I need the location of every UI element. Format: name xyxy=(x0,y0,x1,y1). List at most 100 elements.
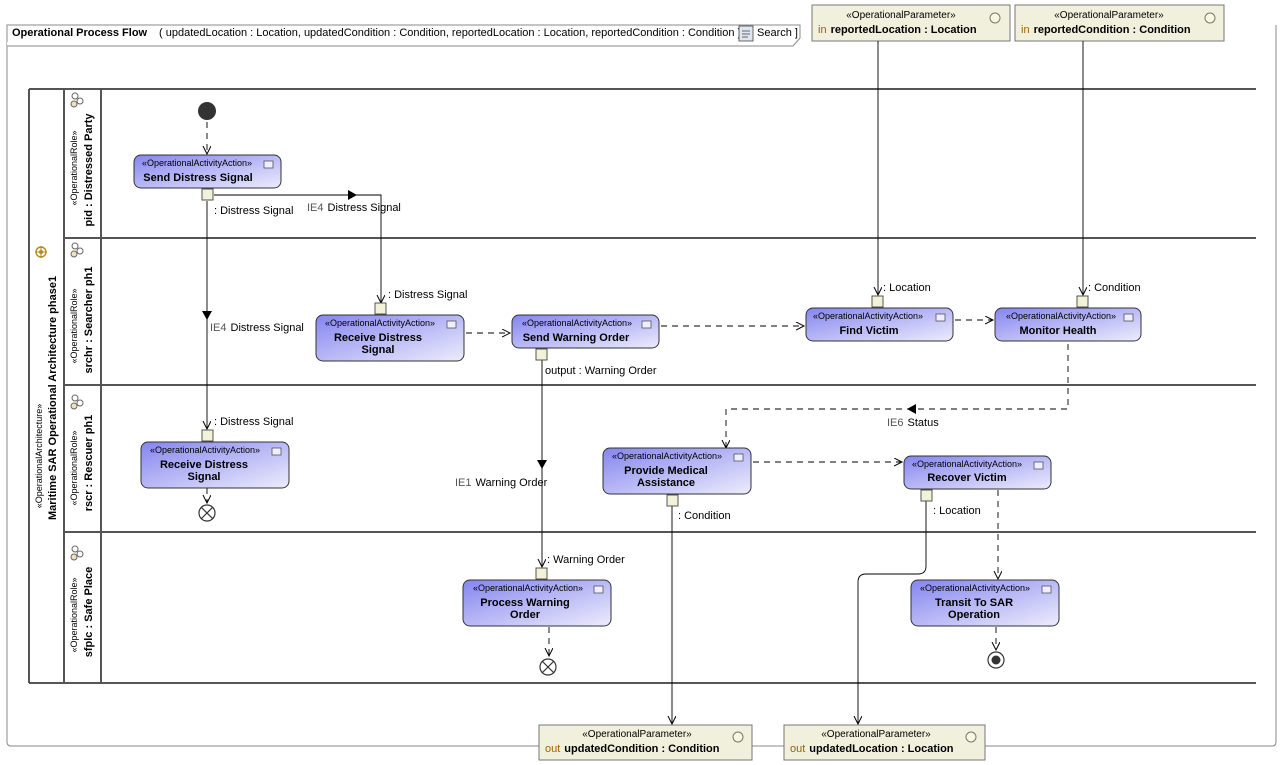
action-stereotype: «OperationalActivityAction» xyxy=(522,318,632,328)
architecture-name: Maritime SAR Operational Architecture ph… xyxy=(47,276,59,520)
initial-node[interactable] xyxy=(198,102,216,120)
architecture-stereotype: «OperationalArchitecture» xyxy=(34,404,44,509)
direction-arrow xyxy=(537,460,547,469)
object-flow xyxy=(858,501,927,724)
input-pin[interactable] xyxy=(1076,295,1089,308)
role-icon xyxy=(70,545,84,561)
action-name: Send Warning Order xyxy=(523,332,630,344)
lane-header-safe-place: «OperationalRole» sfplc : Safe Place xyxy=(69,545,95,658)
call-behavior-icon xyxy=(641,320,652,329)
swimlanes xyxy=(28,88,1256,684)
action-stereotype: «OperationalActivityAction» xyxy=(325,318,435,328)
action-name-line2: Assistance xyxy=(637,477,695,489)
output-pin[interactable] xyxy=(535,348,548,361)
call-behavior-icon xyxy=(446,320,457,329)
search-icon[interactable] xyxy=(738,25,754,42)
pin-label: : Condition xyxy=(1088,282,1141,294)
flow-final-node[interactable] xyxy=(539,658,557,676)
pin-labels: : Distress Signal : Distress Signal : Di… xyxy=(214,205,1141,566)
input-pin[interactable] xyxy=(871,295,884,308)
lane-stereotype: «OperationalRole» xyxy=(69,430,79,505)
output-pin[interactable] xyxy=(201,188,214,201)
lane-header-rescuer: «OperationalRole» rscr : Rescuer ph1 xyxy=(69,394,95,511)
action-send-distress-signal[interactable]: «OperationalActivityAction» Send Distres… xyxy=(133,154,282,189)
action-recover-victim[interactable]: «OperationalActivityAction» Recover Vict… xyxy=(903,455,1052,490)
action-stereotype: «OperationalActivityAction» xyxy=(473,583,583,593)
flow-final-node[interactable] xyxy=(198,504,216,522)
lane-stereotype: «OperationalRole» xyxy=(69,577,79,652)
action-process-warning-order[interactable]: «OperationalActivityAction» Process Warn… xyxy=(462,579,612,627)
parameter-stereotype: «OperationalParameter» xyxy=(582,729,692,740)
call-behavior-icon xyxy=(271,447,282,456)
call-behavior-icon xyxy=(1041,585,1052,594)
action-receive-distress-signal-rescuer[interactable]: «OperationalActivityAction» Receive Dist… xyxy=(140,441,290,489)
input-pin[interactable] xyxy=(201,429,214,442)
action-name: Receive Distress xyxy=(334,332,422,344)
action-name: Transit To SAR xyxy=(935,597,1013,609)
action-name-line2: Signal xyxy=(361,344,394,356)
pin-label: : Distress Signal xyxy=(388,289,467,301)
lane-stereotype: «OperationalRole» xyxy=(69,130,79,205)
flows xyxy=(202,41,1083,724)
frame-title: Operational Process Flow xyxy=(12,27,148,39)
output-pin[interactable] xyxy=(666,494,679,507)
pin-label: : Location xyxy=(883,282,931,294)
parameter-stereotype: «OperationalParameter» xyxy=(821,729,931,740)
call-behavior-icon xyxy=(263,160,274,169)
activity-final-node[interactable] xyxy=(987,651,1005,669)
pin-label: : Distress Signal xyxy=(214,416,293,428)
action-stereotype: «OperationalActivityAction» xyxy=(813,311,923,321)
parameter-direction: in xyxy=(1021,24,1030,36)
input-pin[interactable] xyxy=(535,567,548,580)
action-stereotype: «OperationalActivityAction» xyxy=(150,445,260,455)
input-pin[interactable] xyxy=(374,302,387,315)
lane-header-searcher: «OperationalRole» srchr : Searcher ph1 xyxy=(69,242,95,374)
output-pin[interactable] xyxy=(920,489,933,502)
search-link[interactable]: Search ] xyxy=(757,27,798,39)
architecture-header: «OperationalArchitecture» Maritime SAR O… xyxy=(34,246,59,520)
action-name-line2: Order xyxy=(510,609,541,621)
direction-arrow xyxy=(907,404,916,414)
action-send-warning-order[interactable]: «OperationalActivityAction» Send Warning… xyxy=(511,314,660,349)
architecture-icon xyxy=(35,246,47,258)
action-transit-to-sar-operation[interactable]: «OperationalActivityAction» Transit To S… xyxy=(910,579,1060,627)
role-icon xyxy=(70,394,84,410)
call-behavior-icon xyxy=(1123,313,1134,322)
pins xyxy=(201,188,1089,580)
parameter-name: updatedCondition : Condition xyxy=(564,743,719,755)
action-name-line2: Operation xyxy=(948,609,1000,621)
action-provide-medical-assistance[interactable]: «OperationalActivityAction» Provide Medi… xyxy=(602,447,752,495)
action-stereotype: «OperationalActivityAction» xyxy=(142,158,252,168)
action-name-line2: Signal xyxy=(187,471,220,483)
parameter-direction: out xyxy=(545,743,560,755)
action-receive-distress-signal-searcher[interactable]: «OperationalActivityAction» Receive Dist… xyxy=(315,314,465,362)
lane-name: srchr : Searcher ph1 xyxy=(83,267,95,374)
action-name: Recover Victim xyxy=(927,472,1007,484)
lane-name: sfplc : Safe Place xyxy=(83,567,95,658)
action-stereotype: «OperationalActivityAction» xyxy=(912,459,1022,469)
lane-header-distressed-party: «OperationalRole» pid : Distressed Party xyxy=(69,92,95,227)
direction-arrow xyxy=(202,311,212,320)
pin-label: : Location xyxy=(933,505,981,517)
parameter-updated-condition[interactable]: «OperationalParameter» out updatedConditi… xyxy=(538,724,753,761)
action-find-victim[interactable]: «OperationalActivityAction» Find Victim xyxy=(805,307,954,342)
role-icon xyxy=(70,242,84,258)
direction-arrow xyxy=(348,190,357,200)
action-name: Receive Distress xyxy=(160,459,248,471)
parameter-name: reportedLocation : Location xyxy=(831,24,977,36)
frame-signature: ( updatedLocation : Location, updatedCon… xyxy=(159,27,747,39)
action-name: Send Distress Signal xyxy=(143,172,252,184)
action-name: Provide Medical xyxy=(624,465,708,477)
action-stereotype: «OperationalActivityAction» xyxy=(1006,311,1116,321)
action-monitor-health[interactable]: «OperationalActivityAction» Monitor Heal… xyxy=(994,307,1142,342)
pin-label: : Condition xyxy=(678,510,731,522)
